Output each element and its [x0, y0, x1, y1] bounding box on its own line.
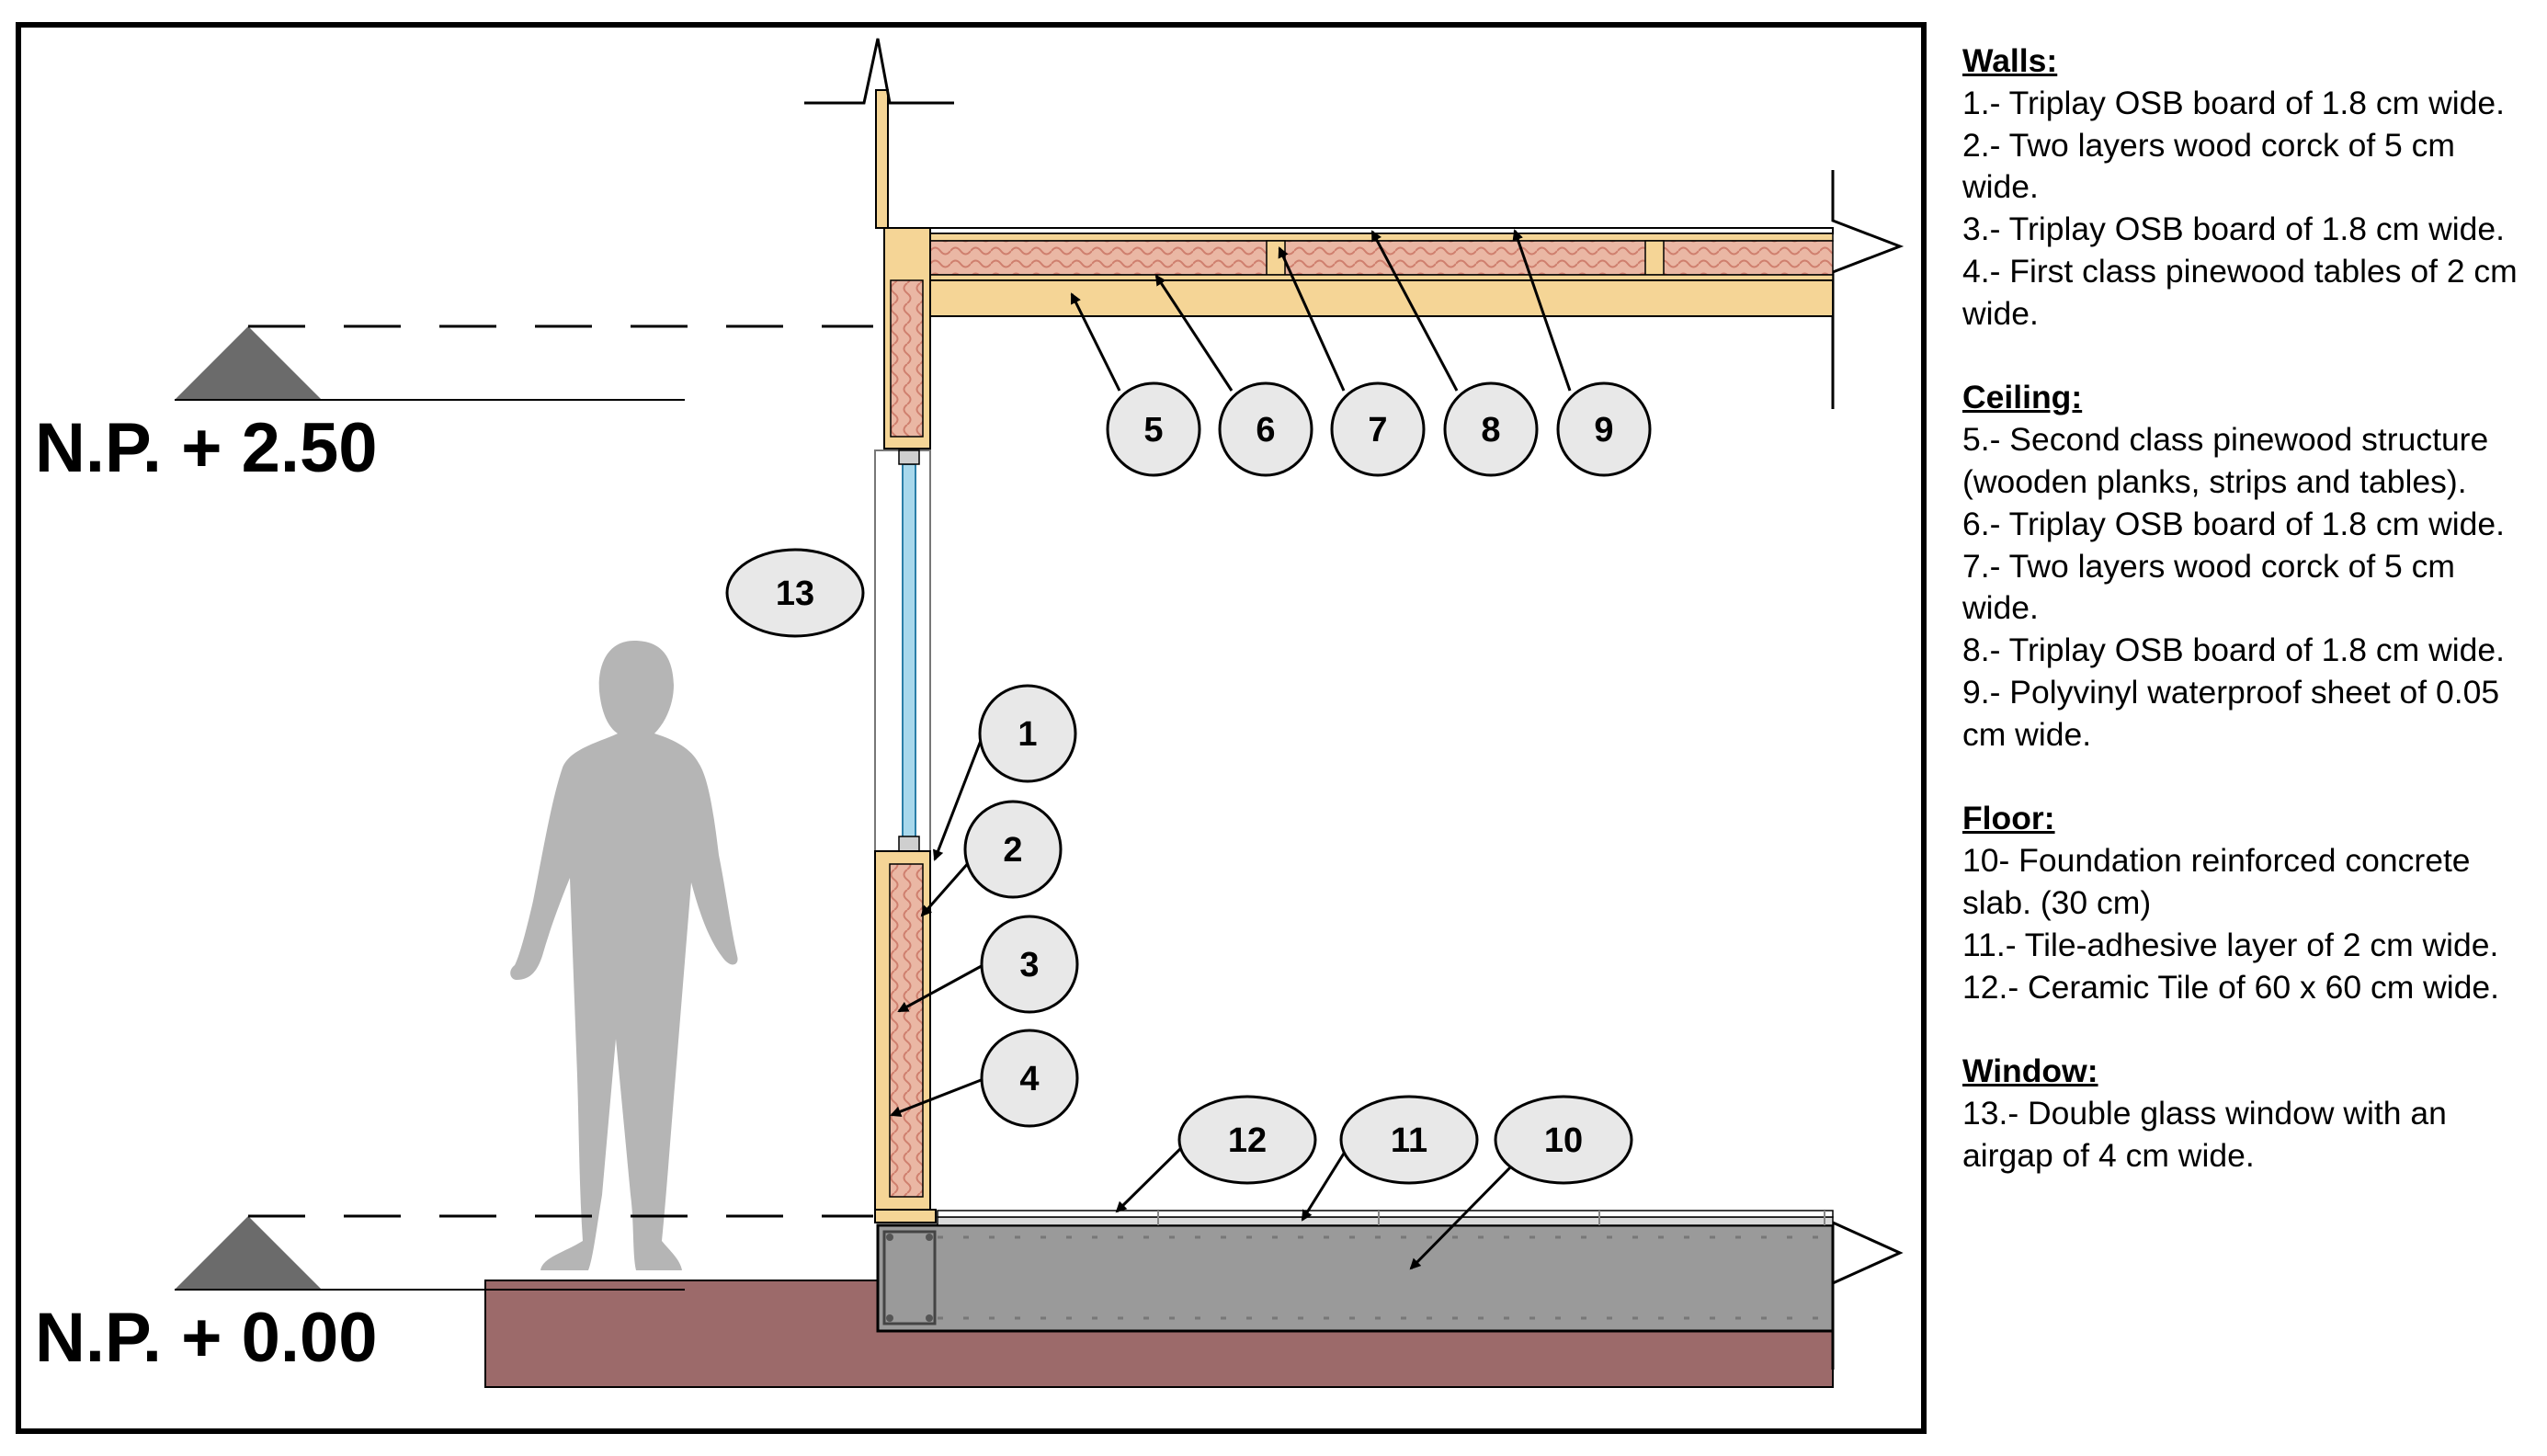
legend-ceiling: Ceiling: 5.- Second class pinewood struc…	[1962, 377, 2532, 756]
callout-12: 12	[1177, 1095, 1317, 1185]
legend-walls: Walls: 1.- Triplay OSB board of 1.8 cm w…	[1962, 40, 2532, 336]
svg-text:8: 8	[1481, 411, 1500, 449]
drawing-frame	[16, 22, 1927, 1434]
window-head	[898, 449, 920, 465]
svg-text:4: 4	[1019, 1060, 1039, 1098]
svg-text:10: 10	[1544, 1121, 1583, 1160]
legend-heading-window: Window:	[1962, 1052, 2098, 1090]
level-label-upper: N.P. + 2.50	[35, 409, 378, 487]
window-glass	[902, 463, 916, 840]
callout-6: 6	[1218, 381, 1313, 477]
legend-heading-floor: Floor:	[1962, 800, 2055, 837]
ceiling-joist-a	[1266, 240, 1286, 276]
ceiling-waterproof-sheet	[887, 227, 1834, 234]
break-line-ceiling	[1831, 170, 1905, 409]
legend-item-2: 2.- Two layers wood corck of 5 cm wide.	[1962, 126, 2455, 206]
svg-text:5: 5	[1143, 411, 1163, 449]
slab-rebar-dots	[886, 1234, 933, 1322]
tile-joints	[1157, 1211, 1825, 1225]
callout-9: 9	[1556, 381, 1652, 477]
level-marker-lower	[175, 1216, 322, 1290]
break-line-floor	[1831, 1221, 1904, 1370]
legend-item-8: 8.- Triplay OSB board of 1.8 cm wide.	[1962, 631, 2505, 669]
legend-item-4: 4.- First class pinewood tables of 2 cm …	[1962, 252, 2518, 332]
legend-heading-ceiling: Ceiling:	[1962, 379, 2083, 416]
legend-item-6: 6.- Triplay OSB board of 1.8 cm wide.	[1962, 505, 2505, 542]
svg-text:9: 9	[1594, 411, 1613, 449]
callout-leaders	[890, 229, 1572, 1270]
legend-item-10: 10- Foundation reinforced concrete slab.…	[1962, 842, 2471, 921]
callout-13: 13	[725, 548, 865, 638]
person-silhouette	[510, 641, 738, 1270]
callout-5: 5	[1106, 381, 1201, 477]
legend-item-7: 7.- Two layers wood corck of 5 cm wide.	[1962, 547, 2455, 627]
ceiling-joist-b	[1644, 240, 1665, 276]
ceiling-insulation	[907, 240, 1834, 276]
callout-11: 11	[1339, 1095, 1479, 1185]
break-line-wall-top	[804, 38, 954, 105]
legend: Walls: 1.- Triplay OSB board of 1.8 cm w…	[1962, 40, 2532, 1177]
callout-1: 1	[978, 684, 1077, 783]
callout-2: 2	[963, 800, 1063, 899]
ceiling-pine-structure	[929, 279, 1834, 317]
concrete-slab	[876, 1223, 1835, 1333]
callout-4: 4	[980, 1029, 1079, 1128]
legend-item-13: 13.- Double glass window with an airgap …	[1962, 1094, 2447, 1174]
legend-item-12: 12.- Ceramic Tile of 60 x 60 cm wide.	[1962, 968, 2499, 1006]
svg-text:13: 13	[776, 574, 814, 613]
callout-8: 8	[1443, 381, 1539, 477]
legend-item-5: 5.- Second class pinewood structure (woo…	[1962, 421, 2489, 500]
legend-item-11: 11.- Tile-adhesive layer of 2 cm wide.	[1962, 926, 2499, 963]
callout-3: 3	[980, 915, 1079, 1014]
level-marker-upper	[175, 326, 322, 400]
svg-text:11: 11	[1391, 1121, 1427, 1160]
svg-text:12: 12	[1228, 1121, 1267, 1160]
lower-wall-insulation	[889, 863, 924, 1198]
svg-text:3: 3	[1019, 946, 1039, 984]
callout-10: 10	[1494, 1095, 1633, 1185]
svg-text:2: 2	[1003, 831, 1022, 870]
callout-7: 7	[1330, 381, 1426, 477]
tile-adhesive-layer	[937, 1216, 1834, 1226]
wall-top-extension	[875, 89, 889, 229]
wall-base-plate	[874, 1209, 937, 1223]
window-sill	[898, 836, 920, 852]
svg-text:1: 1	[1018, 715, 1037, 754]
svg-text:6: 6	[1256, 411, 1275, 449]
legend-window: Window: 13.- Double glass window with an…	[1962, 1051, 2532, 1177]
legend-item-3: 3.- Triplay OSB board of 1.8 cm wide.	[1962, 210, 2505, 248]
legend-floor: Floor: 10- Foundation reinforced concret…	[1962, 798, 2532, 1008]
svg-text:7: 7	[1368, 411, 1387, 449]
legend-heading-walls: Walls:	[1962, 42, 2058, 79]
upper-wall-insulation	[890, 279, 924, 438]
ceramic-tile-layer	[937, 1210, 1834, 1218]
legend-item-1: 1.- Triplay OSB board of 1.8 cm wide.	[1962, 84, 2505, 121]
level-label-lower: N.P. + 0.00	[35, 1299, 378, 1377]
legend-item-9: 9.- Polyvinyl waterproof sheet of 0.05 c…	[1962, 673, 2500, 753]
slab-rebar-cage	[882, 1230, 937, 1325]
ceiling-osb-top	[887, 233, 1834, 242]
